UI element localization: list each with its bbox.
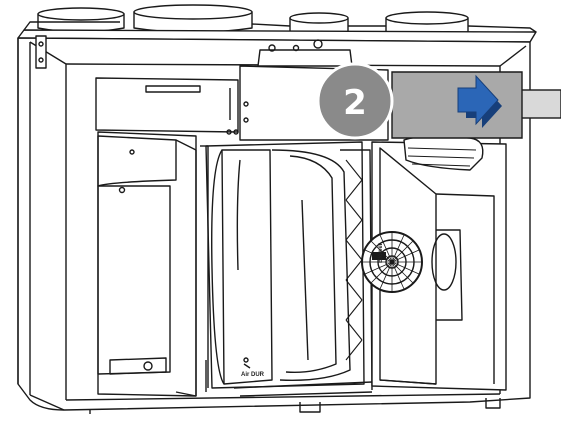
supply-fan: [361, 231, 423, 293]
mounting-bracket: [35, 35, 47, 69]
callout-badge-icon: 2: [316, 62, 394, 140]
upper-left-cover: [95, 77, 239, 135]
heat-exchanger: [200, 141, 373, 397]
airflow-arrow-icon: [457, 74, 502, 128]
callout-number: 2: [343, 83, 367, 123]
fan-chamber: [371, 135, 507, 391]
wheel-label: Air DUR: [241, 372, 265, 378]
cabinet-base: [29, 394, 501, 414]
left-filter-chamber: [97, 131, 197, 397]
highlighted-outlet-section: [391, 71, 561, 139]
outlet-duct: [519, 89, 561, 119]
fan-label: Blower: [378, 242, 384, 263]
